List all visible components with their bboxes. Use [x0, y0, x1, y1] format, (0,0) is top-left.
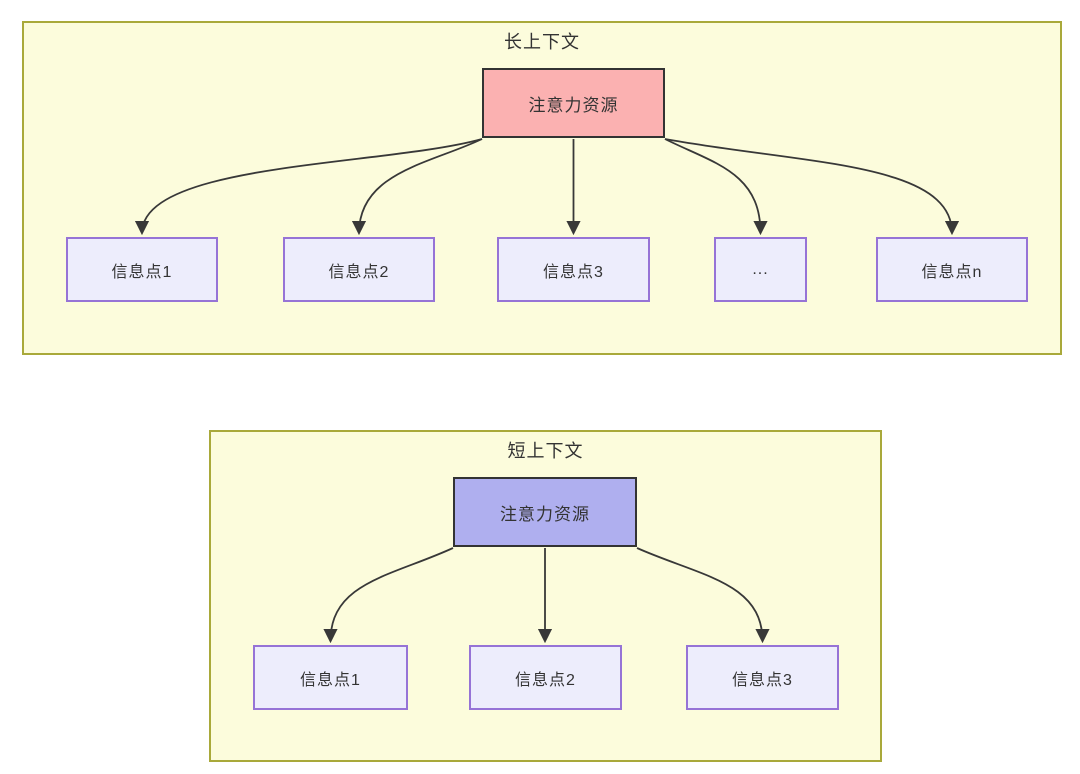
short-info-box-3: 信息点3	[686, 645, 839, 710]
short-attention-source-box: 注意力资源	[453, 477, 637, 547]
long-info-box-1: 信息点1	[66, 237, 218, 302]
long-info-box-3: 信息点3	[497, 237, 650, 302]
short-info-box-1: 信息点1	[253, 645, 408, 710]
long-info-box-2: 信息点2	[283, 237, 435, 302]
long-info-box-n: 信息点n	[876, 237, 1028, 302]
short-info-box-2: 信息点2	[469, 645, 622, 710]
long-attention-source-box: 注意力资源	[482, 68, 665, 138]
long-info-box-ellipsis: ...	[714, 237, 807, 302]
long-context-title: 长上下文	[504, 32, 580, 52]
short-context-title: 短上下文	[507, 441, 584, 461]
